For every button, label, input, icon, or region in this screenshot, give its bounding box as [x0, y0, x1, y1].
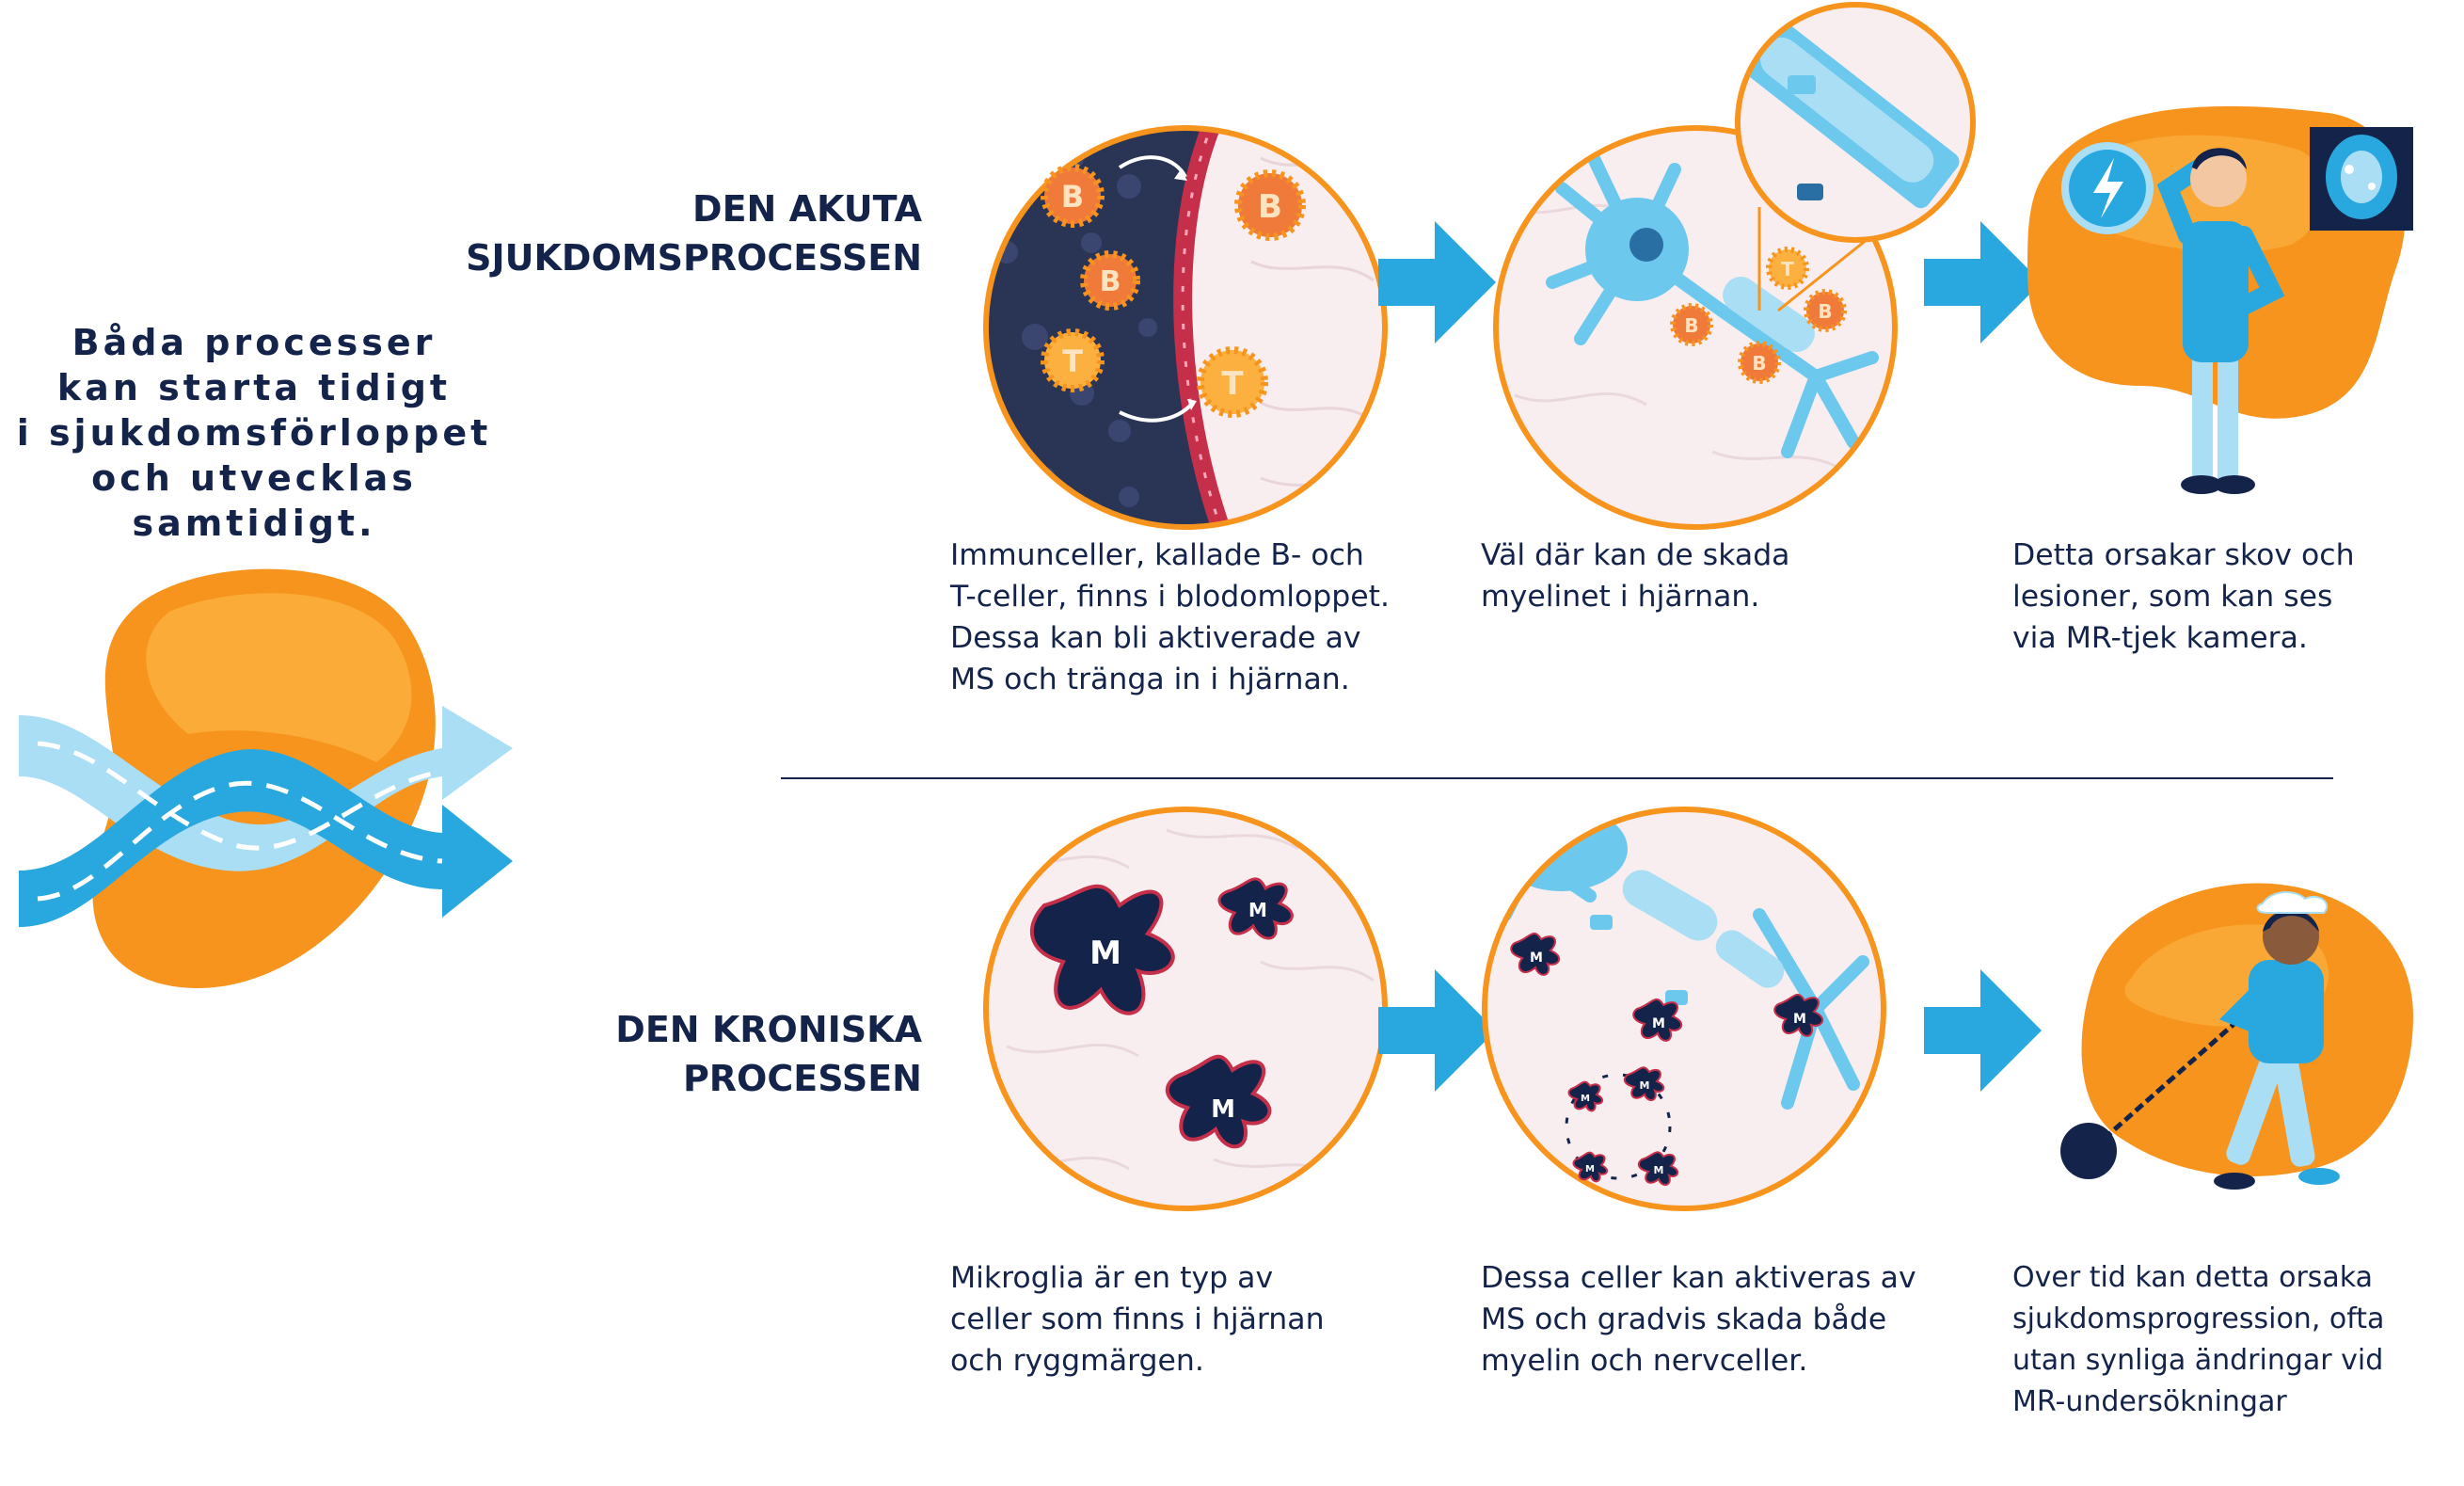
- heading-line: PROCESSEN: [682, 1058, 922, 1099]
- svg-text:T: T: [1062, 344, 1083, 379]
- caption-line: utan synliga ändringar vid: [2012, 1344, 2384, 1377]
- t-cell: T: [1197, 346, 1268, 418]
- step-caption: Immunceller, kallade B- och T-celler, fi…: [950, 535, 1439, 700]
- heading-line: DEN AKUTA: [692, 188, 922, 230]
- microglia-cell: M: [1029, 884, 1175, 1015]
- microglia-cell: M: [1773, 994, 1824, 1037]
- svg-text:B: B: [1684, 314, 1698, 337]
- mri-scan-image: [2310, 127, 2413, 231]
- b-cell: B: [1080, 250, 1140, 311]
- b-cell: B: [1738, 341, 1781, 384]
- svg-text:M: M: [1248, 899, 1267, 921]
- caption-line: Mikroglia är en typ av: [950, 1261, 1274, 1295]
- section-divider: [781, 777, 2333, 779]
- blue-ribbon-arrow: [19, 749, 513, 927]
- microglia-cells-circle: M M M: [983, 807, 1388, 1211]
- caption-line: myelinet i hjärnan.: [1481, 580, 1760, 614]
- lightning-icon: [2061, 142, 2154, 234]
- t-cell: T: [1041, 328, 1105, 392]
- caption-line: Over tid kan detta orsaka: [2012, 1261, 2374, 1294]
- intro-line: i sjukdomsförloppet: [16, 412, 492, 454]
- caption-line: MR-undersökningar: [2012, 1385, 2287, 1418]
- svg-text:M: M: [1652, 1016, 1665, 1031]
- microglia-cell: M: [1623, 1066, 1665, 1101]
- step-caption: Over tid kan detta orsaka sjukdomsprogre…: [2012, 1257, 2455, 1423]
- microglia-cell: M: [1217, 877, 1294, 940]
- person-relapse-illustration: [2027, 105, 2413, 494]
- step-caption: Mikroglia är en typ av celler som finns …: [950, 1257, 1439, 1382]
- step-caption: Väl där kan de skada myelinet i hjärnan.: [1481, 535, 1970, 617]
- svg-text:M: M: [1089, 935, 1121, 972]
- heading-line: SJUKDOMSPROCESSEN: [466, 237, 922, 279]
- step-caption: Detta orsakar skov och lesioner, som kan…: [2012, 535, 2445, 659]
- caption-line: MS och tränga in i hjärnan.: [950, 663, 1350, 696]
- caption-line: Väl där kan de skada: [1481, 538, 1790, 572]
- svg-text:T: T: [1781, 258, 1794, 280]
- flow-arrow-icon: [1924, 221, 2042, 344]
- b-cell: B: [1234, 169, 1306, 241]
- flow-arrow-icon: [1378, 969, 1496, 1092]
- microglia-cell: M: [1165, 1054, 1272, 1149]
- b-cell: B: [1670, 303, 1713, 346]
- flow-arrow-icon: [1924, 969, 2042, 1092]
- caption-line: Dessa celler kan aktiveras av: [1481, 1261, 1916, 1295]
- svg-text:M: M: [1530, 951, 1543, 966]
- svg-text:M: M: [1793, 1012, 1806, 1027]
- caption-line: MS och gradvis skada både: [1481, 1302, 1887, 1336]
- t-cell: T: [1766, 247, 1809, 290]
- b-cell: B: [1804, 289, 1847, 332]
- acute-process-heading: DEN AKUTA SJUKDOMSPROCESSEN: [358, 184, 922, 282]
- microglia-cell: M: [1572, 1151, 1609, 1183]
- svg-text:M: M: [1581, 1094, 1590, 1104]
- caption-line: via MR-tjek kamera.: [2012, 621, 2308, 655]
- person-ball-and-chain-illustration: [2060, 883, 2413, 1190]
- intro-line: samtidigt.: [132, 503, 376, 544]
- svg-text:B: B: [1100, 265, 1121, 298]
- caption-line: T-celler, finns i blodomloppet.: [950, 580, 1390, 614]
- intro-statement: Båda processer kan starta tidigt i sjukd…: [0, 320, 508, 546]
- chronic-process-heading: DEN KRONISKA PROCESSEN: [358, 1005, 922, 1103]
- svg-text:M: M: [1640, 1079, 1650, 1092]
- microglia-cell: M: [1567, 1080, 1604, 1112]
- intro-line: och utvecklas: [91, 457, 417, 499]
- caption-line: Immunceller, kallade B- och: [950, 538, 1364, 572]
- microglia-cell: M: [1632, 999, 1683, 1042]
- svg-text:M: M: [1211, 1095, 1235, 1124]
- neuron-myelin-damage-circle: T B B B: [1493, 2, 1976, 530]
- svg-text:T: T: [1221, 365, 1244, 403]
- caption-line: och ryggmärgen.: [950, 1344, 1204, 1378]
- svg-text:M: M: [1654, 1164, 1664, 1176]
- intro-line: kan starta tidigt: [56, 367, 452, 408]
- heading-line: DEN KRONISKA: [615, 1009, 922, 1050]
- microglia-cell: M: [1637, 1151, 1679, 1186]
- ball-and-chain-icon: [2060, 1005, 2255, 1179]
- step-caption: Dessa celler kan aktiveras av MS och gra…: [1481, 1257, 1970, 1382]
- intertwined-processes-illustration: [19, 568, 513, 988]
- microglia-myelin-damage-circle: M M M M M M M: [1482, 807, 1886, 1211]
- svg-text:B: B: [1752, 352, 1766, 375]
- b-cell: B: [1041, 164, 1105, 228]
- caption-line: lesioner, som kan ses: [2012, 580, 2333, 614]
- caption-line: Dessa kan bli aktiverade av: [950, 621, 1361, 655]
- caption-line: celler som finns i hjärnan: [950, 1302, 1325, 1336]
- blood-vessel-immune-cells-circle: B B T B T: [983, 125, 1388, 530]
- svg-text:B: B: [1258, 188, 1282, 226]
- svg-text:M: M: [1585, 1164, 1595, 1174]
- caption-line: Detta orsakar skov och: [2012, 538, 2355, 572]
- svg-text:B: B: [1818, 300, 1832, 323]
- intro-line: Båda processer: [72, 322, 437, 363]
- microglia-cell: M: [1510, 933, 1561, 976]
- caption-line: sjukdomsprogression, ofta: [2012, 1302, 2385, 1335]
- flow-arrow-icon: [1378, 221, 1496, 344]
- caption-line: myelin och nervceller.: [1481, 1344, 1808, 1378]
- svg-text:B: B: [1061, 179, 1084, 215]
